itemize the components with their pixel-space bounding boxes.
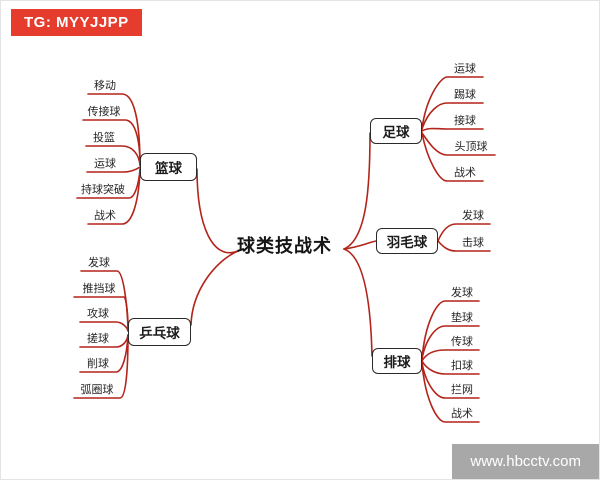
connector-pingpong-2 bbox=[79, 321, 129, 332]
leaf-basketball-4: 持球突破 bbox=[81, 184, 125, 196]
connector-center-football bbox=[343, 132, 371, 250]
connector-pingpong-1 bbox=[73, 296, 129, 329]
connector-basketball-3 bbox=[86, 166, 141, 173]
leaf-pingpong-0: 发球 bbox=[88, 257, 110, 269]
connector-football-4 bbox=[421, 132, 484, 182]
leaf-volleyball-3: 扣球 bbox=[451, 360, 473, 372]
connector-basketball-2 bbox=[85, 145, 141, 166]
connector-volleyball-3 bbox=[421, 360, 480, 375]
connector-volleyball-0 bbox=[421, 300, 480, 360]
leaf-volleyball-1: 垫球 bbox=[451, 312, 473, 324]
leaf-football-2: 接球 bbox=[454, 115, 476, 127]
watermark-top-banner: TG: MYYJJPP bbox=[11, 9, 142, 36]
connector-football-1 bbox=[421, 102, 484, 130]
leaf-volleyball-2: 传球 bbox=[451, 336, 473, 348]
connector-badminton-1 bbox=[437, 240, 491, 252]
leaf-badminton-1: 击球 bbox=[462, 237, 484, 249]
connector-center-badminton bbox=[343, 240, 377, 250]
leaf-basketball-0: 移动 bbox=[94, 80, 116, 92]
connector-football-0 bbox=[421, 76, 484, 130]
branch-node-pingpong: 乒乓球 bbox=[128, 318, 191, 346]
leaf-basketball-2: 投篮 bbox=[93, 132, 115, 144]
branch-node-football: 足球 bbox=[370, 118, 422, 144]
watermark-bottom-banner: www.hbcctv.com bbox=[452, 444, 599, 479]
leaf-football-4: 战术 bbox=[454, 167, 476, 179]
leaf-pingpong-5: 弧圈球 bbox=[80, 384, 114, 396]
leaf-basketball-3: 运球 bbox=[94, 158, 116, 170]
leaf-pingpong-2: 攻球 bbox=[87, 308, 109, 320]
connector-pingpong-5 bbox=[73, 334, 129, 399]
connector-football-3 bbox=[421, 132, 496, 156]
leaf-pingpong-3: 搓球 bbox=[87, 333, 109, 345]
branch-node-volleyball: 排球 bbox=[372, 348, 422, 374]
leaf-basketball-5: 战术 bbox=[94, 210, 116, 222]
leaf-football-0: 运球 bbox=[454, 63, 476, 75]
leaf-pingpong-1: 推挡球 bbox=[82, 283, 116, 295]
connector-volleyball-2 bbox=[421, 349, 480, 362]
connector-center-pingpong bbox=[190, 250, 239, 326]
connector-football-2 bbox=[421, 127, 484, 132]
connector-basketball-5 bbox=[87, 168, 141, 225]
leaf-basketball-1: 传接球 bbox=[87, 106, 121, 118]
connector-basketball-1 bbox=[82, 119, 141, 166]
branch-node-badminton: 羽毛球 bbox=[376, 228, 438, 254]
connector-center-volleyball bbox=[343, 248, 373, 357]
leaf-volleyball-5: 战术 bbox=[451, 408, 473, 420]
leaf-pingpong-4: 削球 bbox=[87, 358, 109, 370]
connector-volleyball-4 bbox=[421, 362, 480, 399]
connector-badminton-0 bbox=[437, 223, 491, 242]
leaf-football-1: 踢球 bbox=[454, 89, 476, 101]
connector-center-basketball bbox=[196, 168, 239, 254]
branch-node-basketball: 篮球 bbox=[140, 153, 197, 181]
leaf-volleyball-4: 拦网 bbox=[451, 384, 473, 396]
leaf-badminton-0: 发球 bbox=[462, 210, 484, 222]
leaf-football-3: 头顶球 bbox=[454, 141, 488, 153]
leaf-volleyball-0: 发球 bbox=[451, 287, 473, 299]
connector-volleyball-1 bbox=[421, 325, 480, 360]
connector-volleyball-5 bbox=[421, 362, 480, 423]
central-topic: 球类技战术 bbox=[237, 236, 332, 256]
